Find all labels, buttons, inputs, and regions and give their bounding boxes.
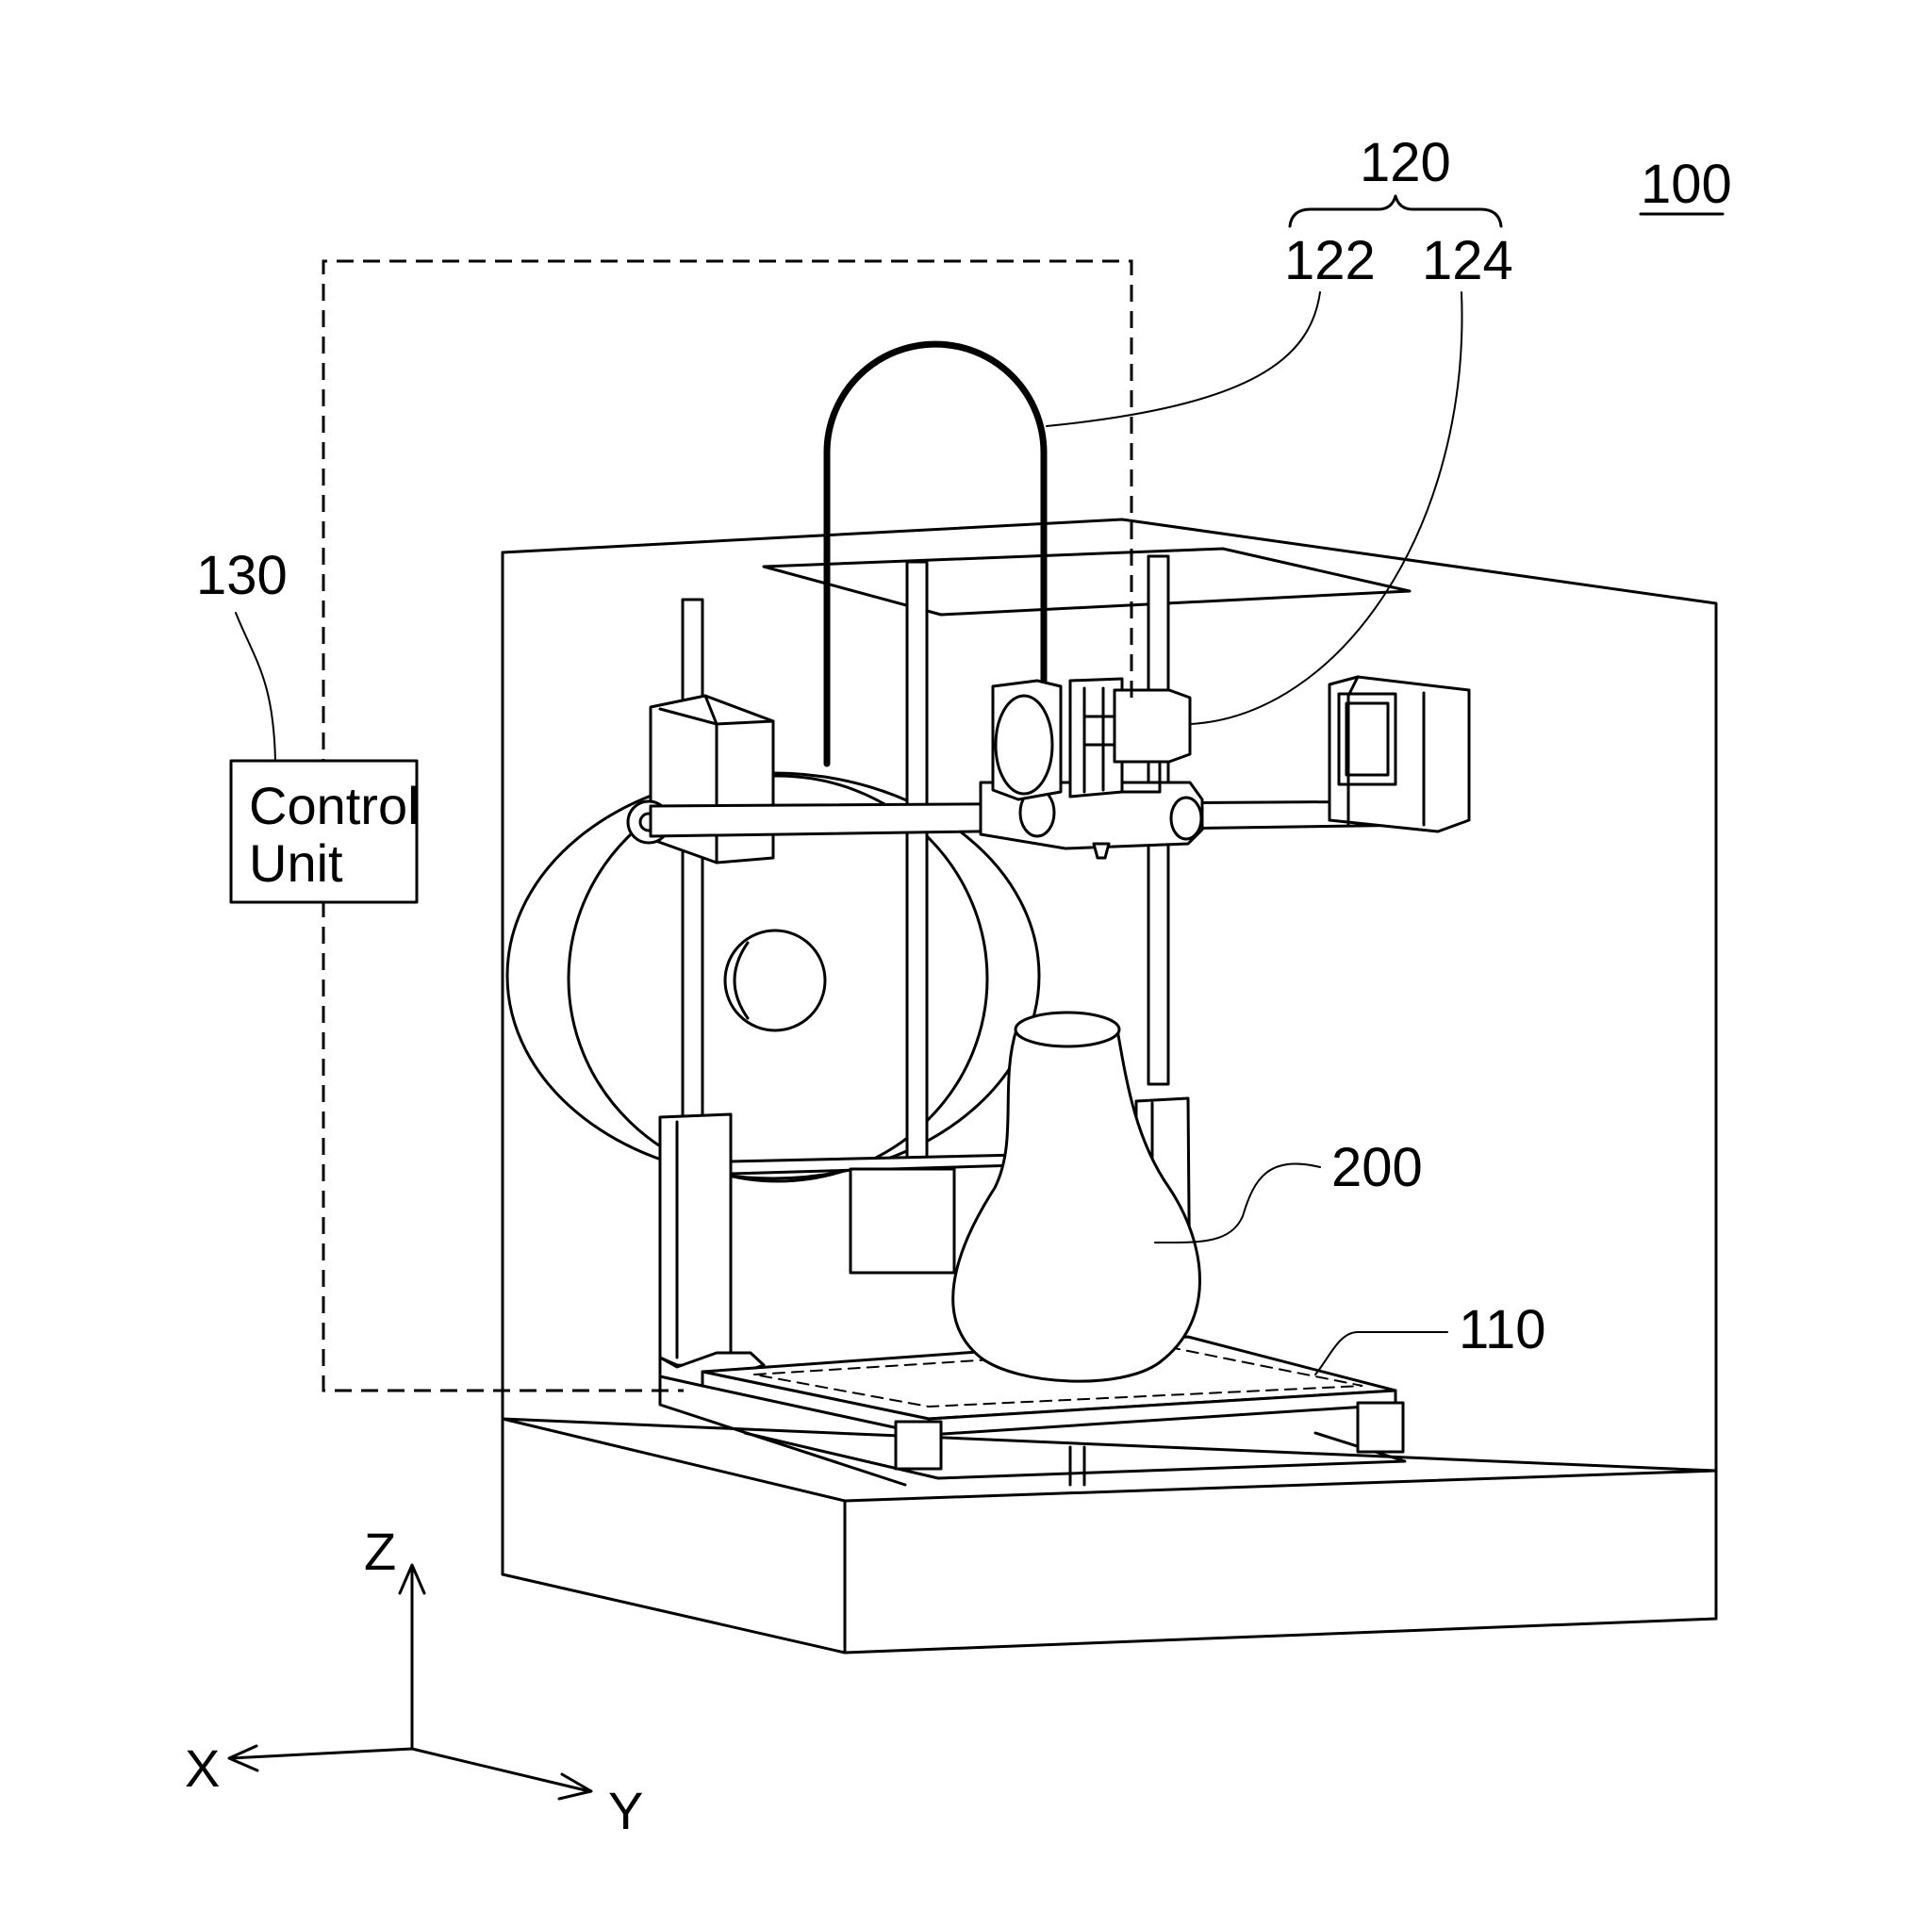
axis-label-z: Z: [364, 1522, 396, 1581]
control-unit: Control Unit: [231, 761, 420, 902]
leader-122: [1047, 292, 1320, 426]
axis-label-y: Y: [608, 1781, 643, 1840]
y-axis: [412, 1749, 589, 1791]
reference-labels: 100 120 122 124 130 200 110: [196, 132, 1732, 1375]
control-unit-line1: Control: [249, 776, 420, 835]
leader-130: [236, 613, 275, 761]
top-opening: [764, 549, 1410, 615]
spool-hub: [725, 930, 825, 1030]
label-124: 124: [1422, 230, 1513, 291]
nozzle-block: [1115, 690, 1190, 762]
label-100: 100: [1641, 154, 1732, 215]
base-box: [503, 1419, 1716, 1653]
label-122: 122: [1284, 230, 1376, 291]
brace-120: [1290, 196, 1501, 226]
label-130: 130: [196, 545, 288, 606]
vase-rim: [1016, 1013, 1119, 1046]
x-axis: [231, 1749, 412, 1758]
label-200: 200: [1331, 1137, 1423, 1198]
label-110: 110: [1459, 1299, 1545, 1360]
label-120: 120: [1360, 132, 1451, 193]
axis-label-x: X: [185, 1738, 220, 1798]
control-unit-line2: Unit: [249, 833, 343, 893]
leader-110: [1315, 1332, 1447, 1375]
leader-124: [1190, 292, 1462, 724]
